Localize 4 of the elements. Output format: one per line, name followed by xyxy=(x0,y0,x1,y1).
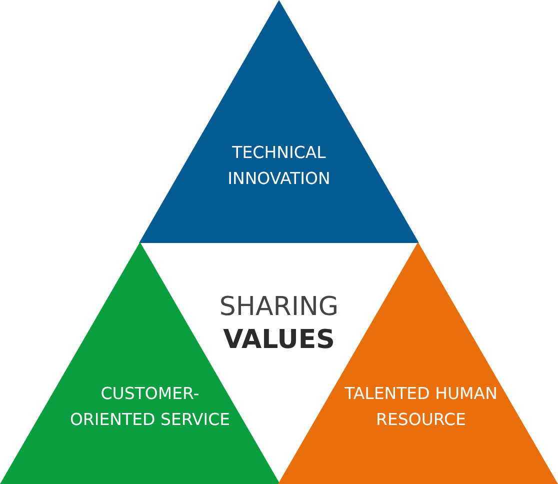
triangle-label: CUSTOMER- ORIENTED SERVICE xyxy=(68,383,232,431)
center-title: SHARING VALUES xyxy=(218,291,340,357)
triangle-label: TECHNICAL INNOVATION xyxy=(226,142,332,190)
triangle-label: TALENTED HUMAN RESOURCE xyxy=(344,383,498,431)
